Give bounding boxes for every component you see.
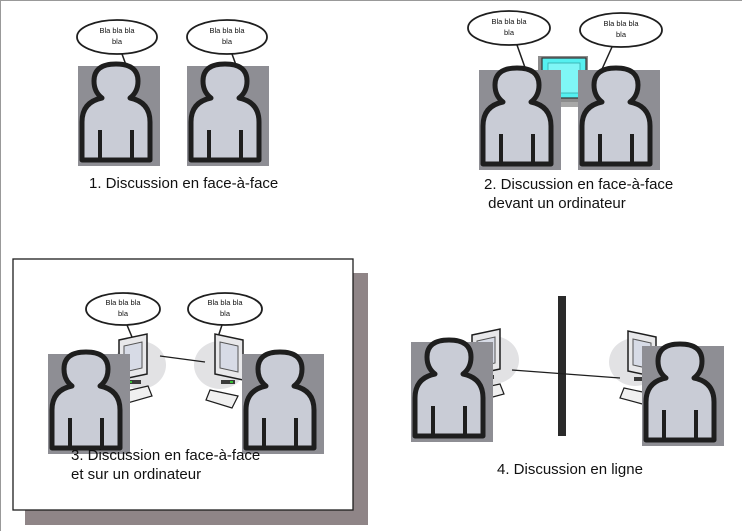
bubble-line-2: bla bbox=[220, 309, 231, 318]
speech-bubble-icon: Bla bla bla bla bbox=[76, 19, 158, 55]
bubble-line-1: Bla bla bla bbox=[105, 298, 141, 307]
caption-line: et sur un ordinateur bbox=[71, 466, 202, 483]
computer-monitor-icon bbox=[194, 333, 246, 389]
speech-bubble-icon: Bla bla bla bla bbox=[579, 12, 663, 48]
caption-line: 4. Discussion en ligne bbox=[497, 461, 643, 478]
bubble-line-2: bla bbox=[118, 309, 129, 318]
keyboard-icon bbox=[205, 389, 239, 409]
speech-bubble-icon: Bla bla bla bla bbox=[187, 292, 263, 326]
bubble-line-1: Bla bla bla bbox=[603, 19, 639, 28]
person-icon bbox=[479, 68, 561, 170]
caption-line: 3. Discussion en face-à-face bbox=[71, 447, 261, 464]
bubble-line-1: Bla bla bla bbox=[99, 26, 135, 35]
scene-1: Bla bla bla bla Bla bla bla bla bbox=[76, 19, 269, 166]
speech-bubble-icon: Bla bla bla bla bbox=[467, 10, 551, 46]
bubble-line-2: bla bbox=[616, 30, 627, 39]
person-icon bbox=[411, 340, 493, 442]
scene-2: Bla bla bla bla Bla bla bla bla bbox=[467, 10, 663, 170]
caption-line: devant un ordinateur bbox=[484, 195, 626, 212]
scene-4 bbox=[411, 296, 724, 446]
bubble-line-2: bla bbox=[222, 37, 233, 46]
person-icon bbox=[242, 352, 324, 454]
bubble-line-1: Bla bla bla bbox=[491, 17, 527, 26]
caption-line: 2. Discussion en face-à-face bbox=[484, 176, 674, 193]
network-link bbox=[511, 369, 621, 379]
person-icon bbox=[642, 344, 724, 446]
speech-bubble-icon: Bla bla bla bla bbox=[186, 19, 268, 55]
caption-scene-4: 4. Discussion en ligne bbox=[497, 460, 643, 479]
bubble-line-1: Bla bla bla bbox=[209, 26, 245, 35]
network-link bbox=[159, 355, 206, 363]
person-icon bbox=[78, 64, 160, 166]
person-icon bbox=[578, 68, 660, 170]
frame-left-border bbox=[0, 0, 1, 531]
frame-top-border bbox=[0, 0, 742, 1]
bubble-line-2: bla bbox=[504, 28, 515, 37]
separation-wall bbox=[558, 296, 566, 436]
bubble-tail bbox=[126, 324, 133, 338]
caption-scene-3: 3. Discussion en face-à-face et sur un o… bbox=[71, 446, 260, 484]
person-icon bbox=[48, 352, 130, 454]
person-icon bbox=[187, 64, 269, 166]
scene-3: Bla bla bla bla Bla bla bla bla bbox=[12, 258, 368, 525]
speech-bubble-icon: Bla bla bla bla bbox=[85, 292, 161, 326]
caption-scene-1: 1. Discussion en face-à-face bbox=[89, 174, 278, 193]
caption-scene-2: 2. Discussion en face-à-face devant un o… bbox=[484, 175, 673, 213]
bubble-line-1: Bla bla bla bbox=[207, 298, 243, 307]
caption-line: 1. Discussion en face-à-face bbox=[89, 175, 279, 192]
bubble-line-2: bla bbox=[112, 37, 123, 46]
